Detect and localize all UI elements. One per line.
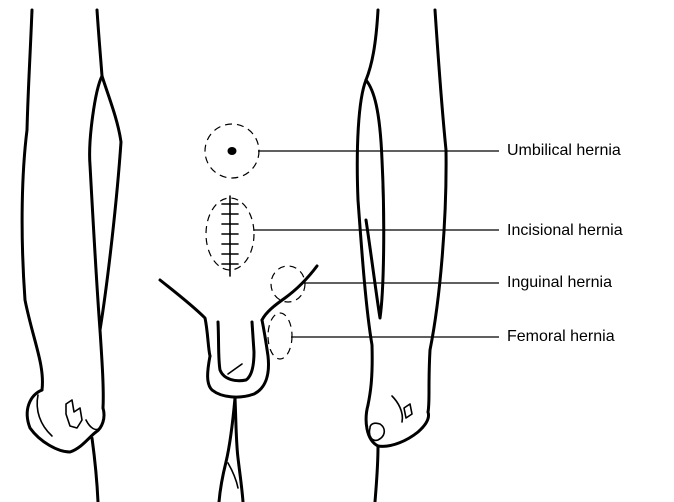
umbilicus-dot bbox=[228, 147, 237, 155]
incision-scar bbox=[222, 196, 238, 276]
incisional-hernia-label: Incisional hernia bbox=[507, 221, 623, 241]
femoral-hernia-label: Femoral hernia bbox=[507, 327, 615, 347]
umbilical-hernia-label: Umbilical hernia bbox=[507, 141, 621, 161]
groin-outline bbox=[160, 266, 317, 502]
left-arm bbox=[22, 10, 121, 502]
right-arm bbox=[357, 10, 446, 502]
femoral-hernia-circle bbox=[268, 313, 292, 359]
inguinal-hernia-label: Inguinal hernia bbox=[507, 273, 612, 293]
